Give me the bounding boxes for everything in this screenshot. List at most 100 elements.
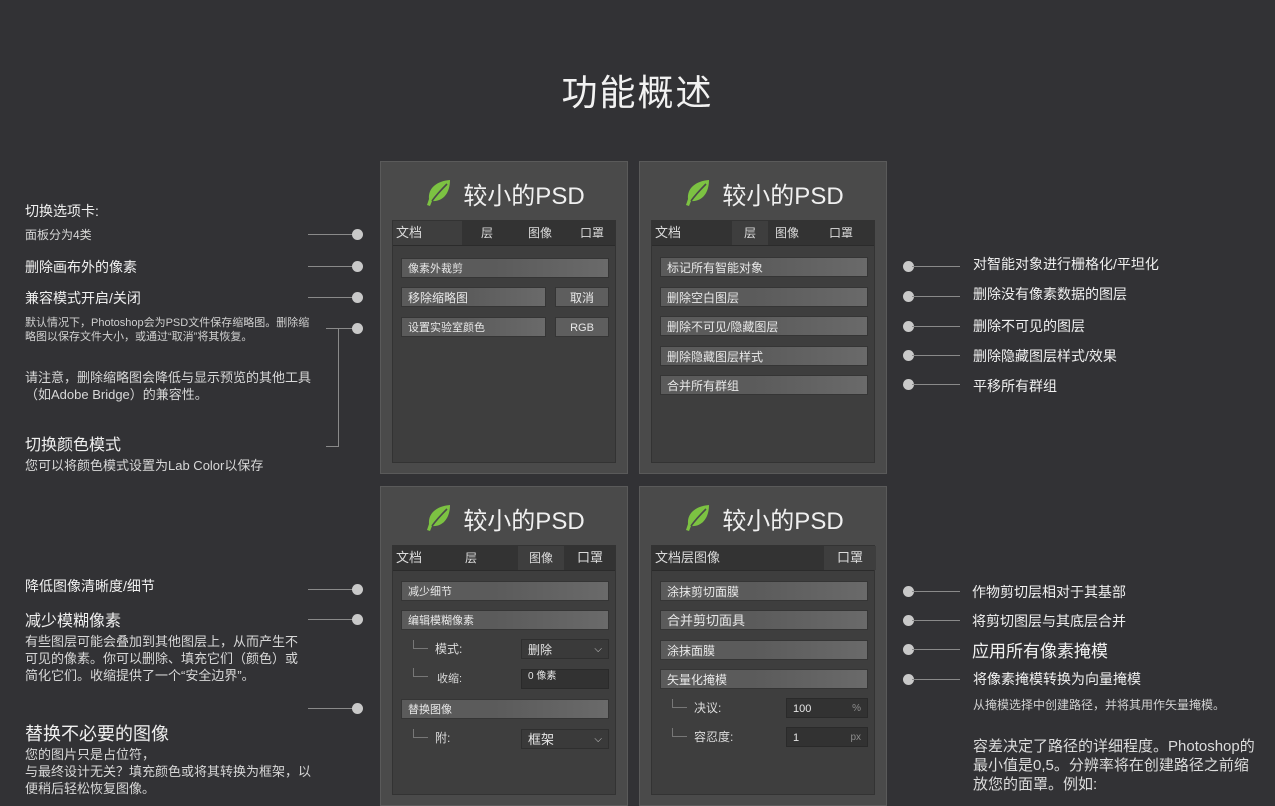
cancel-button[interactable]: 取消	[555, 287, 609, 307]
attach-select[interactable]: 框架 ⌵	[521, 729, 609, 749]
connector-line	[308, 589, 354, 590]
delete-hidden-styles-button[interactable]: 删除隐藏图层样式	[660, 346, 868, 366]
tab-bar: 文档 层 图像 口罩	[393, 221, 615, 246]
panel-document: 较小的PSD 文档 层 图像 口罩 像素外裁剪 移除缩略图 取消 设置实验室颜色…	[380, 161, 628, 474]
chevron-down-icon: ⌵	[594, 734, 602, 745]
connector-dot	[903, 586, 914, 597]
leaf-icon	[427, 505, 451, 531]
connector-line	[912, 296, 960, 297]
annotation-compat-mode: 兼容模式开启/关闭	[25, 290, 141, 306]
tab-image[interactable]: 图像	[518, 546, 564, 570]
connector-line	[912, 384, 960, 385]
panel-header: 较小的PSD	[640, 176, 886, 210]
connector-dot	[903, 615, 914, 626]
connector-line	[308, 708, 354, 709]
tab-bar: 文档 层 图像 口罩	[652, 221, 874, 246]
connector-dot	[903, 350, 914, 361]
panel-body: 文档 层 图像 口罩 像素外裁剪 移除缩略图 取消 设置实验室颜色 RGB	[392, 220, 616, 463]
tolerance-unit: px	[850, 732, 861, 743]
merge-clipping-mask-button[interactable]: 合并剪切面具	[660, 610, 868, 630]
tab-mask[interactable]: 口罩	[577, 550, 604, 565]
connector-line	[912, 355, 960, 356]
mark-smart-objects-button[interactable]: 标记所有智能对象	[660, 257, 868, 277]
attach-value: 框架	[528, 732, 555, 747]
resolution-input[interactable]: 100 %	[786, 698, 868, 718]
annotation-flatten-groups: 平移所有群组	[973, 378, 1057, 394]
tree-connector	[413, 640, 428, 649]
connector-line	[912, 679, 960, 680]
panel-title: 较小的PSD	[722, 182, 844, 210]
annotation-merge-clipping: 将剪切图层与其底层合并	[972, 613, 1126, 629]
connector-dot	[903, 291, 914, 302]
tree-connector	[672, 699, 687, 708]
tab-layer[interactable]: 层	[732, 221, 768, 245]
connector-line	[912, 649, 960, 650]
merge-groups-button[interactable]: 合并所有群组	[660, 375, 868, 395]
connector-line	[308, 297, 354, 298]
leaf-icon	[686, 505, 710, 531]
reduce-detail-button[interactable]: 减少细节	[401, 581, 609, 601]
tab-layer[interactable]: 层	[465, 551, 478, 565]
smear-mask-button[interactable]: 涂抹面膜	[660, 640, 868, 660]
connector-line	[912, 326, 960, 327]
annotation-switch-tabs: 切换选项卡:	[25, 203, 99, 219]
mode-label: 模式:	[435, 642, 463, 656]
page-title: 功能概述	[561, 72, 714, 113]
annotation-delete-invisible: 删除不可见的图层	[973, 318, 1085, 334]
tab-document-layer-image[interactable]: 文档层图像	[655, 550, 721, 565]
bracket-line	[326, 328, 339, 447]
panel-body: 文档层图像 口罩 涂抹剪切面膜 合并剪切面具 涂抹面膜 矢量化掩模 决议: 10…	[651, 545, 876, 795]
panel-title: 较小的PSD	[463, 182, 585, 210]
panel-body: 文档 层 图像 口罩 减少细节 编辑模糊像素 模式: 删除 ⌵ 收缩: 0 像素…	[392, 545, 616, 795]
tab-document[interactable]: 文档	[655, 225, 682, 240]
leaf-icon	[686, 180, 710, 206]
tab-document[interactable]: 文档	[396, 550, 423, 565]
tree-connector	[672, 728, 687, 737]
tab-document[interactable]: 文档	[393, 221, 462, 245]
annotation-tolerance-desc: 容差决定了路径的详细程度。Photoshop的最小值是0,5。分辨率将在创建路径…	[973, 738, 1255, 793]
resolution-unit: %	[852, 703, 861, 714]
connector-dot	[352, 229, 363, 240]
tab-layer[interactable]: 层	[481, 226, 494, 240]
connector-line	[308, 234, 354, 235]
tab-mask[interactable]: 口罩	[580, 226, 605, 240]
remove-thumbnail-button[interactable]: 移除缩略图	[401, 287, 546, 307]
annotation-reduce-blur: 减少模糊像素	[25, 613, 122, 630]
tab-mask[interactable]: 口罩	[824, 546, 876, 570]
annotation-delete-outside: 删除画布外的像素	[25, 259, 137, 275]
tab-image[interactable]: 图像	[775, 226, 800, 240]
annotation-reduce-blur-desc: 有些图层可能会叠加到其他图层上，从而产生不可见的像素。你可以删除、填充它们（颜色…	[25, 634, 299, 683]
smear-clipping-mask-button[interactable]: 涂抹剪切面膜	[660, 581, 868, 601]
vectorize-mask-button[interactable]: 矢量化掩模	[660, 669, 868, 689]
annotation-color-mode-sub: 您可以将颜色模式设置为Lab Color以保存	[25, 458, 264, 473]
annotation-delete-empty: 删除没有像素数据的图层	[973, 286, 1127, 302]
rgb-button[interactable]: RGB	[555, 317, 609, 337]
delete-empty-layers-button[interactable]: 删除空白图层	[660, 287, 868, 307]
tolerance-input[interactable]: 1 px	[786, 727, 868, 747]
tab-image[interactable]: 图像	[528, 226, 553, 240]
annotation-convert-vector-mask-sub: 从掩模选择中创建路径，并将其用作矢量掩模。	[973, 698, 1226, 712]
attach-label: 附:	[435, 731, 451, 745]
connector-dot	[903, 644, 914, 655]
replace-image-button[interactable]: 替换图像	[401, 699, 609, 719]
panel-header: 较小的PSD	[381, 176, 627, 210]
annotation-crop-clipping: 作物剪切层相对于其基部	[972, 584, 1126, 600]
annotation-convert-vector-mask: 将像素掩模转换为向量掩模	[973, 671, 1141, 687]
set-lab-color-button[interactable]: 设置实验室颜色	[401, 317, 546, 337]
panel-title: 较小的PSD	[722, 507, 844, 535]
edit-blur-pixels-button[interactable]: 编辑模糊像素	[401, 610, 609, 630]
shrink-label: 收缩:	[437, 673, 463, 685]
connector-dot	[903, 261, 914, 272]
crop-outside-pixels-button[interactable]: 像素外裁剪	[401, 258, 609, 278]
connector-dot	[352, 614, 363, 625]
delete-hidden-layers-button[interactable]: 删除不可见/隐藏图层	[660, 316, 868, 336]
leaf-icon	[427, 180, 451, 206]
connector-dot	[352, 323, 363, 334]
tab-mask[interactable]: 口罩	[829, 226, 854, 240]
shrink-input[interactable]: 0 像素	[521, 669, 609, 689]
connector-dot	[903, 321, 914, 332]
mode-select[interactable]: 删除 ⌵	[521, 639, 609, 659]
connector-line	[308, 619, 354, 620]
connector-line	[308, 266, 354, 267]
annotation-replace-images: 替换不必要的图像	[25, 724, 169, 744]
